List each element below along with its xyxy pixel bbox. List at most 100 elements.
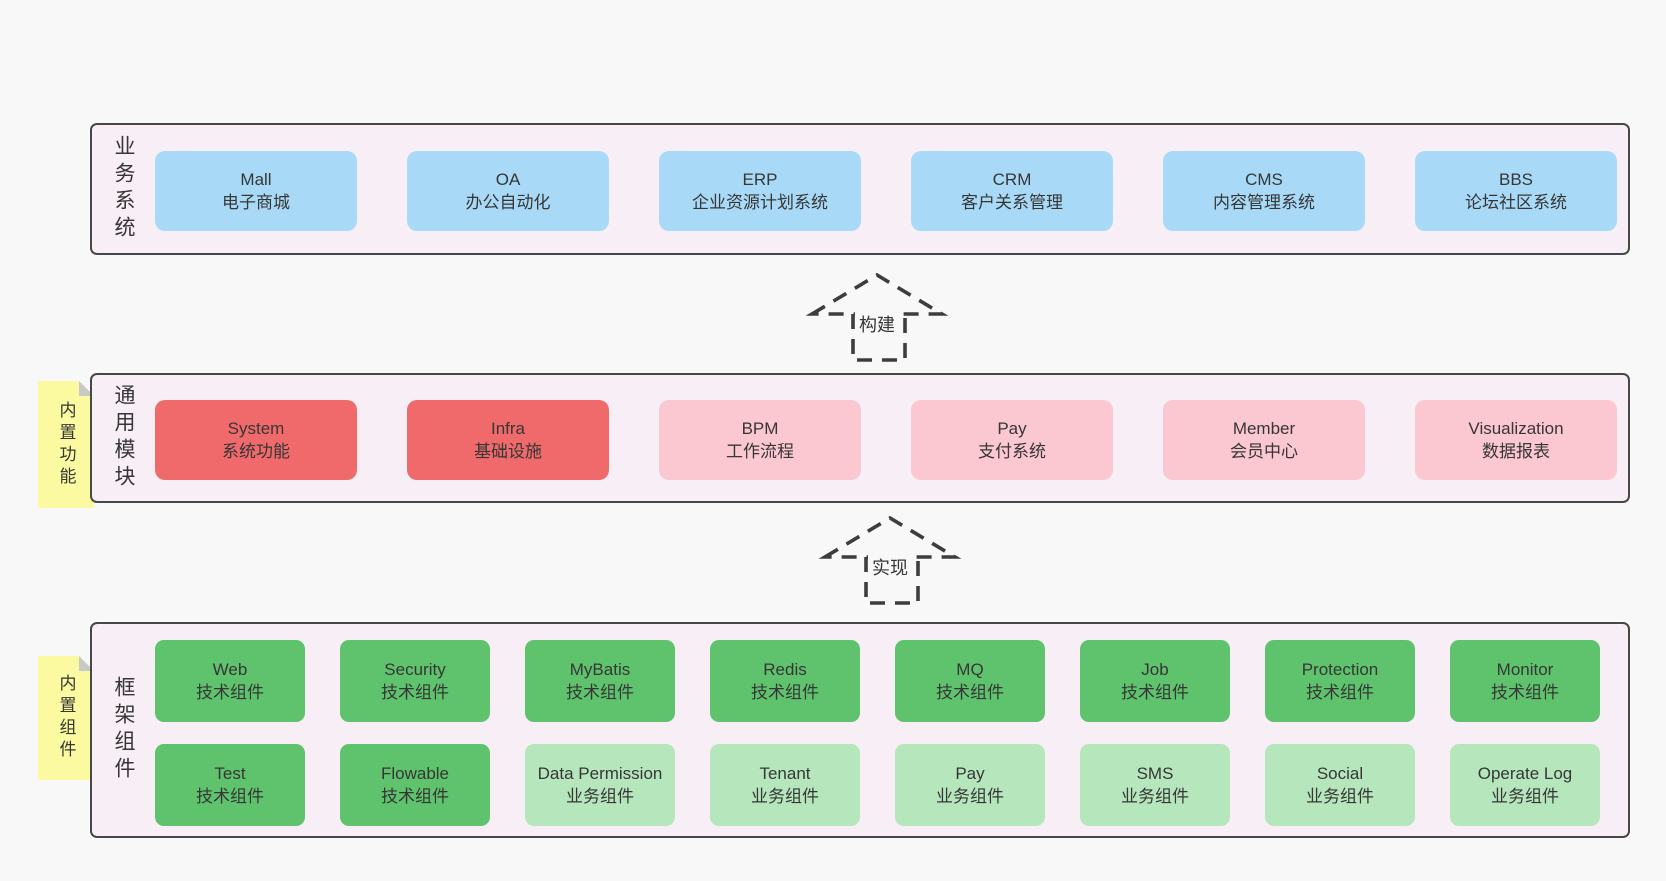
module-box-mq: MQ 技术组件 <box>895 640 1045 722</box>
module-box-protection: Protection 技术组件 <box>1265 640 1415 722</box>
module-title: Test <box>214 763 246 783</box>
module-title: Visualization <box>1468 418 1564 438</box>
module-subtitle: 企业资源计划系统 <box>692 193 828 212</box>
sticky-note-paper <box>38 381 94 508</box>
module-box-mybatis: MyBatis 技术组件 <box>525 640 675 722</box>
module-subtitle: 技术组件 <box>936 683 1004 702</box>
module-title: BPM <box>741 418 779 438</box>
sticky-note-builtin-features: 内置功能 <box>38 381 94 508</box>
module-subtitle: 技术组件 <box>566 683 634 702</box>
module-box-tenant: Tenant 业务组件 <box>710 744 860 826</box>
module-subtitle: 业务组件 <box>1491 787 1559 806</box>
module-title: MQ <box>956 659 984 679</box>
module-box-oa: OA 办公自动化 <box>407 151 609 231</box>
module-title: Mall <box>240 169 272 189</box>
module-box-sms: SMS 业务组件 <box>1080 744 1230 826</box>
module-box-job: Job 技术组件 <box>1080 640 1230 722</box>
module-subtitle: 技术组件 <box>1306 683 1374 702</box>
module-title: Data Permission <box>537 763 663 783</box>
dashed-up-arrow-icon <box>818 515 962 605</box>
band-business-systems: 业务系统 Mall 电子商城 OA 办公自动化 ERP 企业资源计划系统 CRM 客户关系管理… <box>90 123 1630 255</box>
module-title: CMS <box>1245 169 1283 189</box>
module-subtitle: 客户关系管理 <box>961 193 1063 212</box>
band-row: System 系统功能 Infra 基础设施 BPM 工作流程 Pay 支付系统 Member 会… <box>155 400 1617 480</box>
module-box-cms: CMS 内容管理系统 <box>1163 151 1365 231</box>
band-label: 业务系统 <box>112 135 135 243</box>
module-subtitle: 技术组件 <box>751 683 819 702</box>
module-subtitle: 支付系统 <box>978 442 1046 461</box>
module-subtitle: 内容管理系统 <box>1213 193 1315 212</box>
module-title: Infra <box>490 418 526 438</box>
module-box-flowable: Flowable 技术组件 <box>340 744 490 826</box>
module-subtitle: 工作流程 <box>726 442 794 461</box>
module-subtitle: 电子商城 <box>222 193 290 212</box>
module-subtitle: 系统功能 <box>222 442 290 461</box>
module-title: Job <box>1141 659 1169 679</box>
module-box-pay: Pay 支付系统 <box>911 400 1113 480</box>
sticky-note-label: 内置功能 <box>56 400 76 489</box>
dashed-up-arrow-icon <box>805 272 949 362</box>
module-title: MyBatis <box>569 659 631 679</box>
arrow-implement-label: 实现 <box>868 554 912 580</box>
module-box-bbs: BBS 论坛社区系统 <box>1415 151 1617 231</box>
band-label: 框架组件 <box>112 676 135 784</box>
module-box-monitor: Monitor 技术组件 <box>1450 640 1600 722</box>
module-title: ERP <box>742 169 778 189</box>
band-label: 通用模块 <box>112 384 135 492</box>
module-subtitle: 技术组件 <box>381 787 449 806</box>
band-row: Mall 电子商城 OA 办公自动化 ERP 企业资源计划系统 CRM 客户关系管理 CMS 内容… <box>155 151 1617 231</box>
module-title: Redis <box>763 659 807 679</box>
arrow-implement: 实现 <box>818 515 962 607</box>
module-subtitle: 会员中心 <box>1230 442 1298 461</box>
module-subtitle: 业务组件 <box>1121 787 1189 806</box>
module-title: System <box>227 418 285 438</box>
module-title: Protection <box>1301 659 1379 679</box>
module-title: SMS <box>1136 763 1174 783</box>
module-title: CRM <box>992 169 1032 189</box>
module-box-mall: Mall 电子商城 <box>155 151 357 231</box>
module-box-data-permission: Data Permission 业务组件 <box>525 744 675 826</box>
module-title: OA <box>495 169 521 189</box>
module-box-crm: CRM 客户关系管理 <box>911 151 1113 231</box>
arrow-build-label: 构建 <box>855 311 899 337</box>
sticky-note-builtin-components: 内置组件 <box>38 656 94 780</box>
module-title: Pay <box>955 763 985 783</box>
module-title: Tenant <box>759 763 811 783</box>
module-box-visualization: Visualization 数据报表 <box>1415 400 1617 480</box>
module-title: Operate Log <box>1477 763 1573 783</box>
module-subtitle: 办公自动化 <box>465 193 551 212</box>
module-title: Member <box>1232 418 1296 438</box>
module-title: BBS <box>1498 169 1534 189</box>
module-title: Web <box>212 659 248 679</box>
module-title: Monitor <box>1496 659 1554 679</box>
module-title: Flowable <box>380 763 450 783</box>
sticky-note-paper <box>38 656 94 780</box>
module-box-operate-log: Operate Log 业务组件 <box>1450 744 1600 826</box>
module-title: Social <box>1316 763 1364 783</box>
module-subtitle: 业务组件 <box>751 787 819 806</box>
module-box-bpm: BPM 工作流程 <box>659 400 861 480</box>
module-box-infra: Infra 基础设施 <box>407 400 609 480</box>
module-subtitle: 技术组件 <box>1121 683 1189 702</box>
module-subtitle: 业务组件 <box>566 787 634 806</box>
module-box-member: Member 会员中心 <box>1163 400 1365 480</box>
module-title: Pay <box>997 418 1027 438</box>
arrow-build: 构建 <box>805 272 949 364</box>
module-title: Security <box>384 659 446 679</box>
module-box-system: System 系统功能 <box>155 400 357 480</box>
module-subtitle: 论坛社区系统 <box>1465 193 1567 212</box>
module-subtitle: 基础设施 <box>474 442 542 461</box>
module-box-erp: ERP 企业资源计划系统 <box>659 151 861 231</box>
module-subtitle: 技术组件 <box>1491 683 1559 702</box>
module-subtitle: 数据报表 <box>1482 442 1550 461</box>
band-common-modules: 通用模块 System 系统功能 Infra 基础设施 BPM 工作流程 Pay 支付系统 Me… <box>90 373 1630 503</box>
